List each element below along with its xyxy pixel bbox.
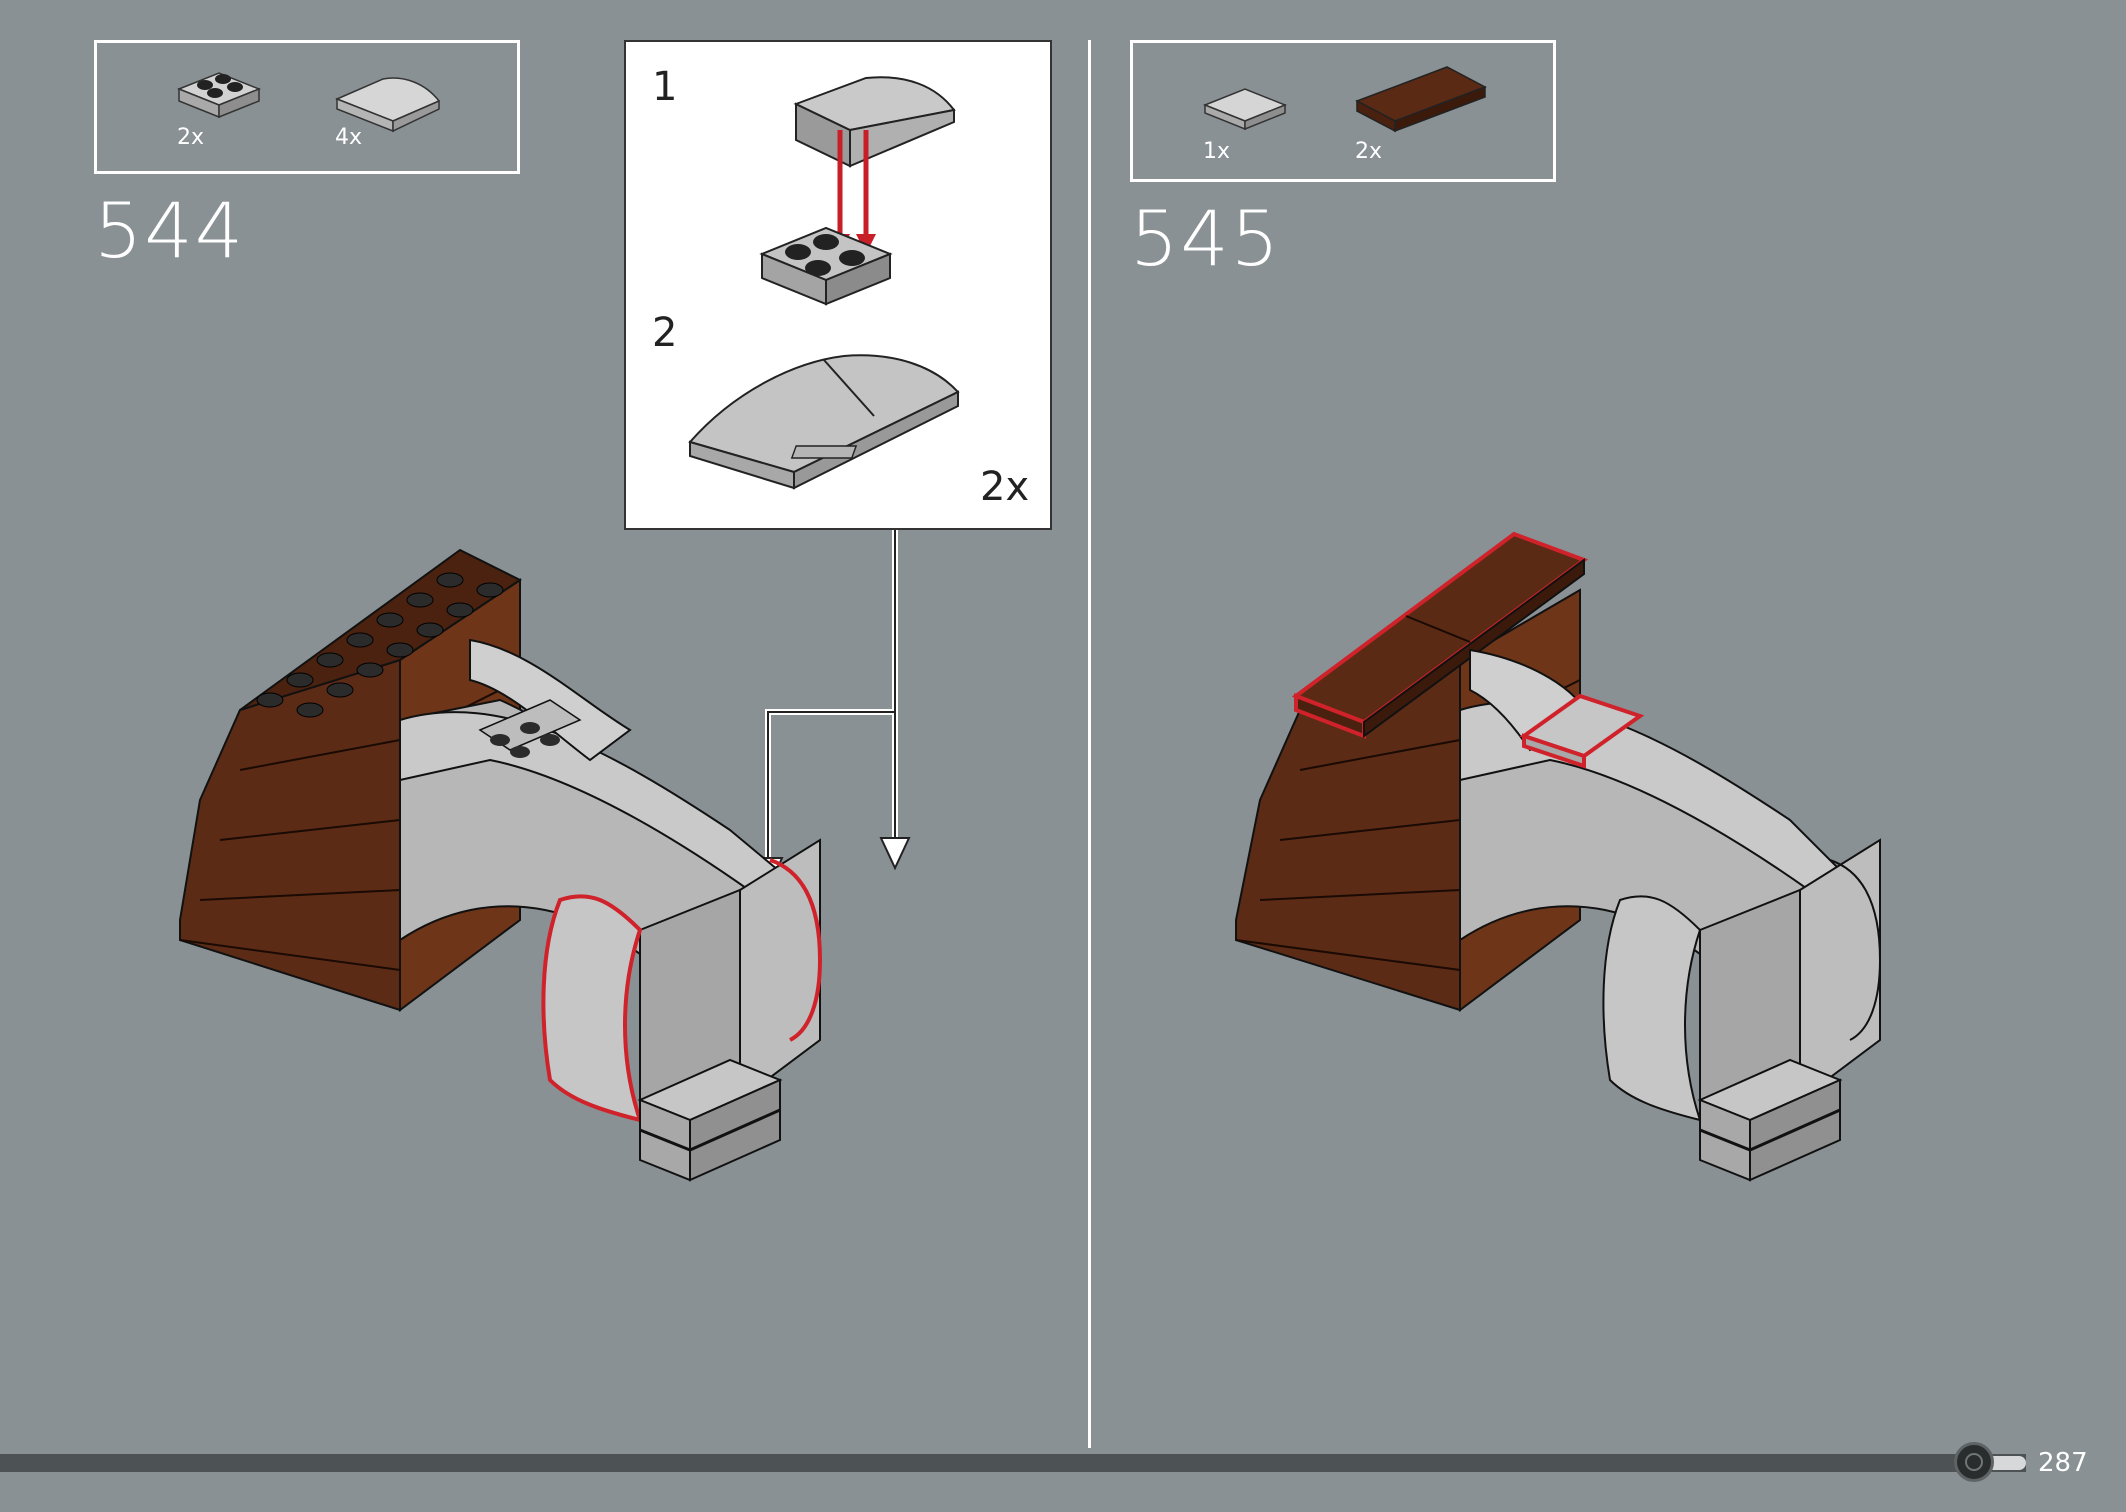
substep-number: 1 xyxy=(652,64,678,110)
parts-callout-544: 2x 4x xyxy=(94,40,520,174)
tile-2x2-light-gray-icon xyxy=(1202,88,1288,131)
substep-multiplier: 2x xyxy=(980,464,1030,510)
part-qty: 1x xyxy=(1203,139,1231,164)
step-number: 544 xyxy=(94,186,246,275)
bridge-model-544 xyxy=(179,548,823,1182)
curved-slope-pair-icon xyxy=(688,354,960,490)
plate-2x2-light-gray-icon xyxy=(759,226,893,306)
tile-2x4-reddish-brown-icon xyxy=(1355,66,1487,133)
bridge-model-545 xyxy=(1235,531,1882,1182)
part-qty: 4x xyxy=(335,125,363,150)
highlighted-curved-slope xyxy=(769,858,823,1042)
progress-knob-icon xyxy=(1954,1442,1994,1482)
page-number: 287 xyxy=(2038,1448,2088,1478)
substep-callout: 1 2 2x xyxy=(624,40,1052,530)
progress-track xyxy=(0,1454,2026,1472)
part-qty: 2x xyxy=(1355,139,1383,164)
plate-2x2-light-gray-icon xyxy=(176,72,262,119)
curved-slope-light-gray-icon xyxy=(793,76,956,168)
highlighted-curved-slope xyxy=(541,894,644,1123)
substep-number: 2 xyxy=(652,310,678,356)
brick-pier xyxy=(179,658,401,1012)
parts-callout-545: 1x 2x xyxy=(1130,40,1556,182)
part-qty: 2x xyxy=(177,125,205,150)
curved-slope-light-gray-icon xyxy=(335,77,441,133)
step-divider xyxy=(1088,40,1091,1448)
step-number: 545 xyxy=(1130,194,1282,283)
